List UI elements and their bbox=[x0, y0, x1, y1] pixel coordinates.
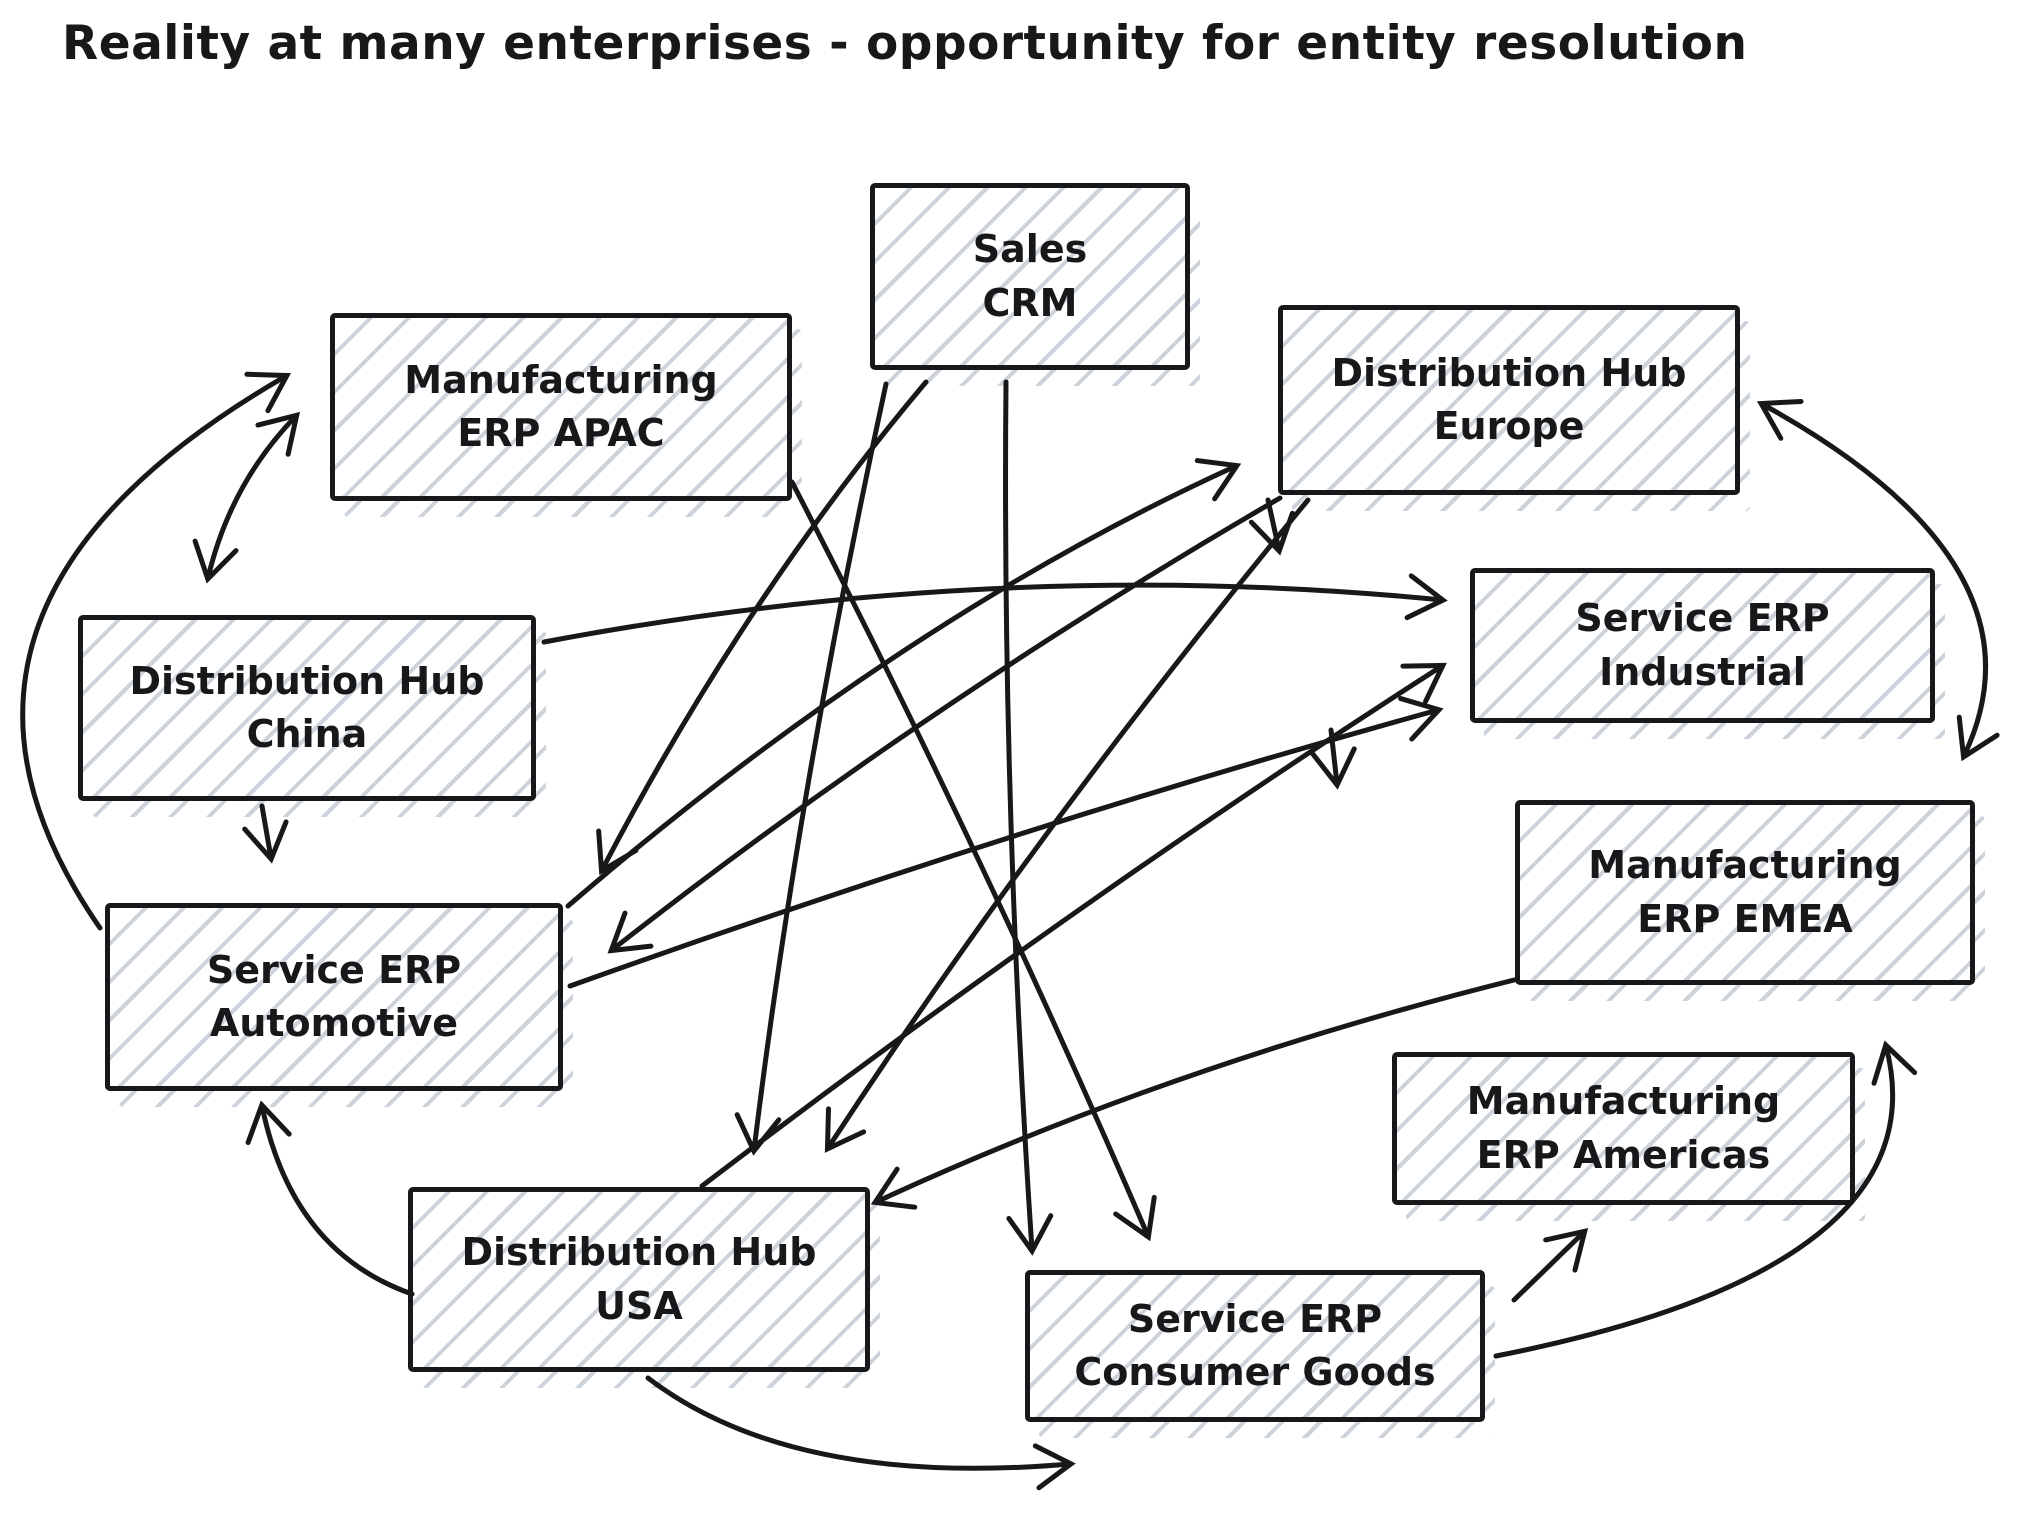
edge-automotive-to-industrial[interactable] bbox=[567, 696, 1444, 989]
edge-consumer-goods-to-americas[interactable] bbox=[1511, 1227, 1589, 1303]
node-label-line: USA bbox=[595, 1283, 683, 1328]
node-label-line: ERP APAC bbox=[457, 411, 665, 455]
diagram-title: Reality at many enterprises - opportunit… bbox=[62, 16, 1748, 71]
edge-europe-to-industrial[interactable] bbox=[1248, 497, 1295, 556]
node-label-line: Distribution Hub bbox=[461, 1230, 817, 1274]
edge-crm-to-automotive[interactable] bbox=[596, 379, 929, 876]
edge-crm-to-consumer-goods[interactable] bbox=[1003, 379, 1054, 1256]
node-label-line: CRM bbox=[982, 280, 1078, 325]
node-label-line: Industrial bbox=[1599, 649, 1806, 694]
node-box: Service ERP Consumer Goods bbox=[1025, 1270, 1485, 1422]
edge-apac-to-consumer-goods[interactable] bbox=[789, 479, 1157, 1242]
node-label-line: Sales bbox=[972, 227, 1088, 271]
node-box: Service ERP Industrial bbox=[1470, 568, 1935, 723]
node-label-line: China bbox=[246, 712, 368, 756]
node-service-erp-consumer-goods[interactable]: Service ERP Consumer Goods bbox=[1025, 1270, 1495, 1438]
node-label-line: Consumer Goods bbox=[1074, 1350, 1436, 1394]
node-label-line: Distribution Hub bbox=[129, 658, 485, 703]
edge-usa-to-industrial[interactable] bbox=[699, 662, 1447, 1189]
edge-consumer-goods-to-emea[interactable] bbox=[1493, 1040, 1918, 1359]
node-label-line: Service ERP bbox=[1127, 1296, 1383, 1341]
edge-crm-to-usa[interactable] bbox=[734, 381, 889, 1156]
node-label-line: Manufacturing bbox=[1588, 843, 1902, 887]
node-label-line: Automotive bbox=[209, 1001, 459, 1045]
node-service-erp-industrial[interactable]: Service ERP Industrial bbox=[1470, 568, 1945, 739]
node-label-line: Europe bbox=[1433, 404, 1585, 448]
edge-china-to-industrial[interactable] bbox=[541, 573, 1448, 645]
edge-emea-to-usa[interactable] bbox=[870, 977, 1517, 1210]
node-label-line: Service ERP bbox=[206, 947, 462, 992]
edge-europe-to-automotive[interactable] bbox=[607, 495, 1283, 954]
node-label-line: Manufacturing bbox=[404, 357, 718, 402]
node-label-line: Manufacturing bbox=[1466, 1079, 1781, 1123]
node-box: Service ERP Automotive bbox=[105, 903, 563, 1091]
node-label-line: ERP Americas bbox=[1476, 1132, 1771, 1177]
edge-europe-emea-right-arc[interactable] bbox=[1756, 398, 2000, 762]
node-label-line: ERP EMEA bbox=[1637, 896, 1853, 941]
edge-china-to-automotive[interactable] bbox=[242, 803, 289, 864]
edge-usa-to-consumer-goods[interactable] bbox=[645, 1375, 1076, 1491]
edge-automotive-to-europe[interactable] bbox=[565, 458, 1242, 909]
edge-apac-china-bidirectional[interactable] bbox=[192, 411, 301, 584]
node-service-erp-automotive[interactable]: Service ERP Automotive bbox=[105, 903, 573, 1107]
edge-usa-to-automotive[interactable] bbox=[245, 1100, 415, 1297]
node-label-line: Service ERP bbox=[1575, 596, 1830, 640]
edge-automotive-to-apac[interactable] bbox=[20, 371, 291, 931]
node-label-line: Distribution Hub bbox=[1331, 350, 1687, 395]
